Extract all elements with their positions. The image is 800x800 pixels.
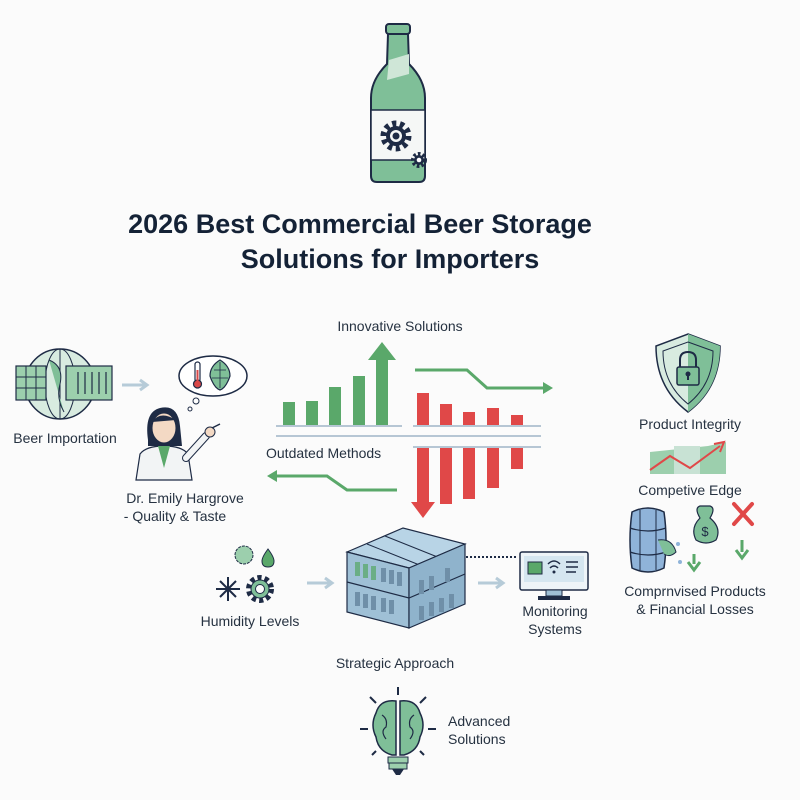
trend-chart-icon [648, 440, 728, 476]
advanced-line-1: Advanced [448, 713, 511, 729]
storage-warehouse-cube-icon [345, 520, 470, 632]
expert-name: Dr. Emily Hargrove [126, 490, 244, 506]
humidity-levels-label: Humidity Levels [200, 613, 300, 629]
arrow-right-icon [476, 575, 508, 591]
dotted-connector [466, 556, 516, 558]
title-line-1: 2026 Best Commercial Beer Storage [128, 209, 592, 239]
brain-lightbulb-icon [358, 685, 438, 785]
beer-bottle-gear-icon [365, 20, 437, 185]
competitive-edge-label: Competive Edge [638, 482, 742, 498]
arrow-right-icon [305, 575, 337, 591]
advanced-line-2: Solutions [448, 731, 506, 747]
innovation-vs-outdated-chart [265, 330, 565, 520]
innovative-solutions-label: Innovative Solutions [337, 318, 463, 334]
innovative-bars [283, 342, 396, 426]
thought-bubble-thermometer-hop-icon [176, 354, 250, 414]
strategic-approach-label: Strategic Approach [335, 655, 455, 671]
beer-importation-label: Beer Importation [13, 430, 117, 446]
title-line-2: Solutions for Importers [240, 244, 540, 274]
monitoring-line-2: Systems [528, 621, 582, 637]
arrow-right-icon [120, 377, 152, 393]
outdated-methods-label: Outdated Methods [266, 445, 382, 461]
humidity-snowflake-gear-icon [212, 545, 282, 610]
losses-line-2: & Financial Losses [636, 601, 754, 617]
svg-text:$: $ [701, 524, 709, 539]
expert-role: - Quality & Taste [123, 508, 227, 524]
monitor-wifi-icon [518, 550, 590, 602]
losses-line-1: Comprnvised Products [624, 583, 766, 599]
globe-container-icon [14, 346, 116, 422]
product-integrity-label: Product Integrity [639, 416, 741, 432]
broken-barrel-money-loss-icon: $ [624, 500, 774, 580]
monitoring-line-1: Monitoring [522, 603, 588, 619]
shield-lock-icon [652, 332, 724, 414]
scientist-avatar-icon [130, 402, 225, 482]
